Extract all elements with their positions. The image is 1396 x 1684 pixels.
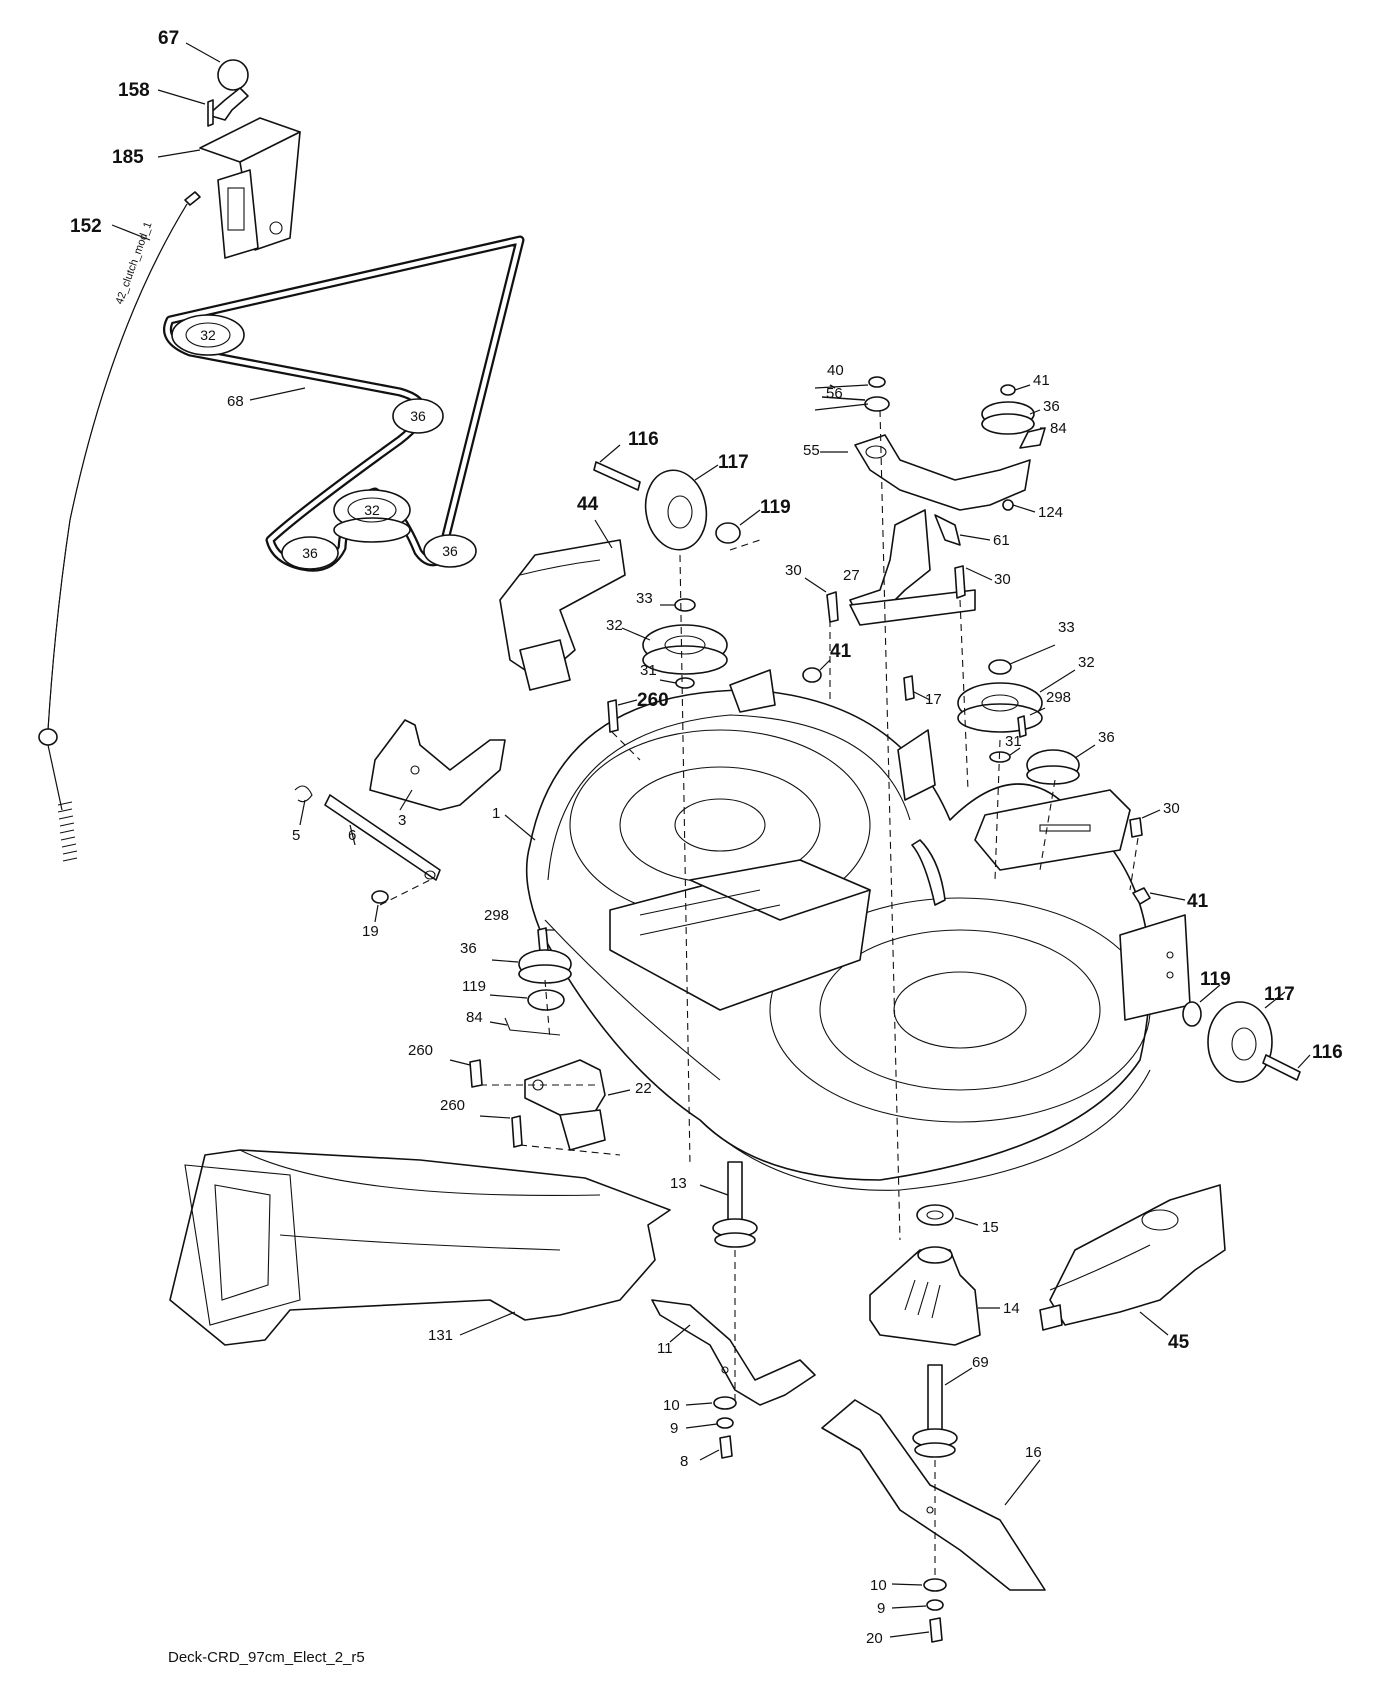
callout-41-top: 41 <box>1033 372 1050 389</box>
callout-31: 31 <box>640 662 657 679</box>
spindle-69 <box>912 1364 973 1458</box>
callout-185: 185 <box>112 147 144 168</box>
callout-69: 69 <box>972 1354 989 1371</box>
callout-17: 17 <box>925 691 942 708</box>
belt-guard-45 <box>1039 1184 1226 1336</box>
callout-40: 40 <box>827 362 844 379</box>
callout-260: 260 <box>637 690 669 711</box>
callout-116: 116 <box>628 429 659 450</box>
callout-22: 22 <box>635 1080 652 1097</box>
callout-30-left: 30 <box>785 562 802 579</box>
spindle-13 <box>699 1161 758 1248</box>
idler-pulley-lower-left <box>489 927 572 1036</box>
knob-67 <box>217 59 249 91</box>
callout-14: 14 <box>1003 1300 1020 1317</box>
callout-32-right: 32 <box>1078 654 1095 671</box>
screw-158 <box>207 99 214 127</box>
lever-handle <box>207 87 249 121</box>
callout-67: 67 <box>158 28 179 49</box>
idler-arm-assembly <box>814 376 1046 626</box>
mount-bracket-22 <box>449 1059 631 1151</box>
gauge-wheel-right <box>1129 809 1311 1083</box>
callout-124: 124 <box>1038 504 1063 521</box>
drive-belt: 32 36 32 36 36 <box>163 235 525 572</box>
callout-33: 33 <box>636 590 653 607</box>
callout-117-right: 117 <box>1264 984 1295 1005</box>
callout-6: 6 <box>348 827 356 844</box>
callout-116-right: 116 <box>1312 1042 1343 1063</box>
blade-hardware <box>685 1396 947 1643</box>
callout-13: 13 <box>670 1175 687 1192</box>
callout-19: 19 <box>362 923 379 940</box>
callout-3: 3 <box>398 812 406 829</box>
spindle-housing-14 <box>869 1204 1000 1346</box>
callout-30-right: 30 <box>994 571 1011 588</box>
callout-1: 1 <box>492 805 500 822</box>
idler-pulley-left <box>621 598 728 689</box>
svg-text:36: 36 <box>410 408 426 424</box>
clutch-lever-assembly <box>157 42 301 259</box>
gauge-wheel-top <box>593 444 761 551</box>
callout-labels: 67 158 185 152 68 116 117 119 44 33 32 3… <box>70 28 1343 1647</box>
callout-119: 119 <box>760 497 791 518</box>
callout-5: 5 <box>292 827 300 844</box>
svg-text:32: 32 <box>200 327 216 343</box>
belt-guard-44 <box>499 519 626 691</box>
callout-119-right: 119 <box>1200 969 1231 990</box>
callout-30-deck: 30 <box>1163 800 1180 817</box>
callout-298: 298 <box>1046 689 1071 706</box>
callout-31-right: 31 <box>1005 733 1022 750</box>
callout-84-left: 84 <box>466 1009 483 1026</box>
callout-56: 56 <box>826 385 843 402</box>
callout-41: 41 <box>830 641 852 662</box>
svg-text:36: 36 <box>442 543 458 559</box>
callout-16: 16 <box>1025 1444 1042 1461</box>
svg-text:36: 36 <box>302 545 318 561</box>
callout-11: 11 <box>657 1340 673 1357</box>
callout-36-right: 36 <box>1098 729 1115 746</box>
callout-10-lower: 10 <box>870 1577 887 1594</box>
callout-36-left: 36 <box>460 940 477 957</box>
callout-9-lower: 9 <box>877 1600 885 1617</box>
idler-pulley-right <box>957 644 1096 785</box>
callout-8: 8 <box>680 1453 688 1470</box>
fasteners-center <box>607 565 993 733</box>
callout-44: 44 <box>577 494 599 515</box>
clutch-cable: 42_clutch_mod_1 <box>38 191 201 862</box>
callout-152: 152 <box>70 216 102 237</box>
callout-61: 61 <box>993 532 1010 549</box>
callout-9: 9 <box>670 1420 678 1437</box>
svg-text:32: 32 <box>364 502 380 518</box>
callout-27: 27 <box>843 567 860 584</box>
callout-55: 55 <box>803 442 820 459</box>
callout-158: 158 <box>118 80 150 101</box>
assembly-lines <box>379 409 1139 1580</box>
discharge-chute-131 <box>169 1149 671 1346</box>
blade-16 <box>821 1399 1046 1591</box>
callout-15: 15 <box>982 1219 999 1236</box>
callout-260-upper: 260 <box>408 1042 433 1059</box>
blade-11 <box>651 1299 816 1406</box>
callout-68: 68 <box>227 393 244 410</box>
callout-33-right: 33 <box>1058 619 1075 636</box>
callout-20: 20 <box>866 1630 883 1647</box>
callout-36: 36 <box>1043 398 1060 415</box>
callout-84: 84 <box>1050 420 1067 437</box>
callout-41-deck: 41 <box>1187 891 1209 912</box>
mower-deck-housing <box>504 669 1191 1191</box>
callout-131: 131 <box>428 1327 453 1344</box>
callout-117: 117 <box>718 452 749 473</box>
callout-119-left: 119 <box>462 978 486 995</box>
deck-lift-bracket <box>294 719 506 923</box>
callout-45: 45 <box>1168 1332 1190 1353</box>
callout-298-left: 298 <box>484 907 509 924</box>
diagram-caption: Deck-CRD_97cm_Elect_2_r5 <box>168 1649 365 1666</box>
callout-32: 32 <box>606 617 623 634</box>
callout-260-lower: 260 <box>440 1097 465 1114</box>
callout-10: 10 <box>663 1397 680 1414</box>
